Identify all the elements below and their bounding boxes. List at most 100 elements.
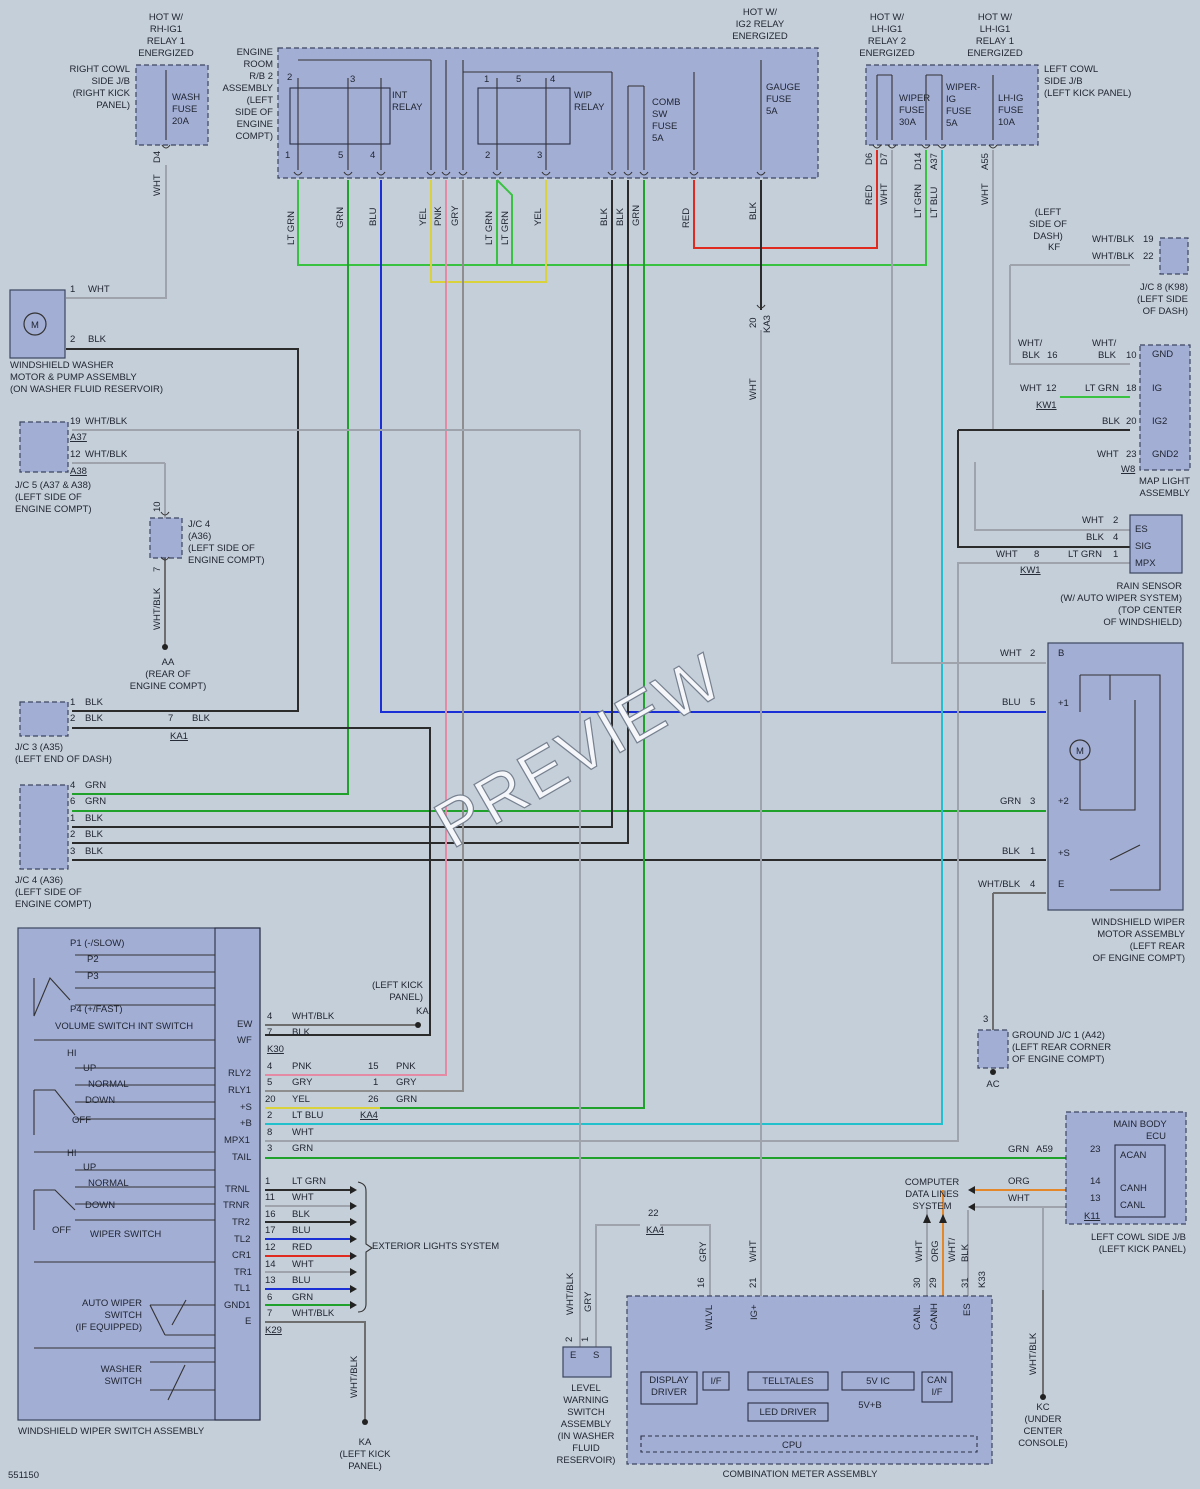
figure-id: 551150 — [8, 1470, 39, 1481]
wire-blk-sig — [957, 430, 1130, 548]
wire-label: WHT — [88, 284, 110, 295]
ecu-inner — [1114, 1144, 1166, 1218]
wire-e — [265, 1321, 366, 1420]
wire-label: WHT/ — [947, 1237, 958, 1262]
wire-label: LT GRN — [913, 184, 924, 218]
wire-label: WHT — [748, 1240, 759, 1262]
wire-org-canh — [942, 1189, 1068, 1296]
wire-label: WHT — [292, 1259, 314, 1270]
ic5v — [841, 1371, 915, 1391]
connector-stub — [689, 171, 699, 176]
connector-stub — [160, 511, 170, 516]
mist-up: UP — [83, 1063, 96, 1074]
motor-m: M — [31, 320, 39, 331]
wire-label: +S — [240, 1102, 252, 1113]
led-driver-label: LED DRIVER — [759, 1407, 816, 1418]
jc4-small — [149, 517, 183, 559]
connector-stub — [376, 171, 386, 176]
wire-label: LT GRN — [484, 211, 495, 245]
wire-label: +B — [240, 1118, 252, 1129]
wire-label: GRY — [292, 1077, 313, 1088]
connector-stub — [441, 171, 451, 176]
wire-label: KF — [1048, 242, 1060, 253]
connector-stub — [887, 144, 897, 149]
wire-label: LT BLU — [929, 187, 940, 218]
wire-label: 3 — [983, 1014, 988, 1025]
wire-label: 2 — [1030, 648, 1035, 659]
wire-label: WHT — [1000, 648, 1022, 659]
wire-label: 1 — [1113, 549, 1118, 560]
wire-label: 2 — [70, 334, 75, 345]
wire-red-wiper-fuse — [693, 150, 878, 249]
wire-label: 18 — [1126, 383, 1137, 394]
motor-b: B — [1058, 648, 1064, 659]
wire-label: 4 — [267, 1061, 272, 1072]
led-driver — [747, 1402, 829, 1422]
wire-label: A55 — [980, 153, 991, 170]
rain-sensor-label: RAIN SENSOR(W/ AUTO WIPER SYSTEM)(TOP CE… — [1060, 581, 1182, 628]
wire-label: K30 — [267, 1044, 284, 1055]
wire-label: 15 — [368, 1061, 379, 1072]
connector-stub — [937, 144, 947, 149]
exterior-lights-brace — [357, 1181, 373, 1313]
wire-label: EW — [237, 1019, 252, 1030]
relay-pin: 1 — [285, 150, 290, 161]
wire-label: GRN — [396, 1094, 417, 1105]
wire-label: GND1 — [224, 1300, 250, 1311]
wire-label: BLU — [292, 1275, 311, 1286]
map-gnd: GND — [1152, 349, 1173, 360]
wire-label: 1 — [70, 697, 75, 708]
wire-label: 3 — [1030, 796, 1035, 807]
ecu-canh: CANH — [1120, 1183, 1147, 1194]
wire-label: BLK — [1098, 350, 1117, 361]
wire-label: BLK — [85, 813, 104, 824]
wire-ltblu-b — [265, 150, 943, 1125]
wire-label: 1 — [373, 1077, 378, 1088]
wire-gry — [265, 180, 464, 1092]
wire-label: 20 — [265, 1094, 276, 1105]
wire-label: 30 — [912, 1277, 923, 1288]
wire-label: WHT — [879, 183, 890, 205]
wire-label: RLY2 — [228, 1068, 251, 1079]
wire-label: WHT — [292, 1127, 314, 1138]
wire-label: ES — [962, 1303, 973, 1316]
wire-label: BLK — [748, 201, 759, 220]
cpu — [640, 1435, 978, 1453]
wire-label: 5 — [1030, 697, 1035, 708]
wire-label: 7 — [267, 1308, 272, 1319]
wiper-hi: HI — [67, 1148, 77, 1159]
relay-pin: 3 — [350, 74, 355, 85]
wire-label: BLU — [368, 207, 379, 226]
wire-label: PNK — [396, 1061, 416, 1072]
wire-label: BLK — [960, 1243, 971, 1262]
wire-label: WHT — [748, 378, 759, 400]
motor-p2: +2 — [1058, 796, 1069, 807]
wire-blk-1 — [72, 180, 613, 828]
volume-switch-lines — [33, 954, 215, 1017]
wire-label: 11 — [265, 1192, 275, 1203]
wire-label: 10 — [152, 501, 163, 512]
wire-label: 22 — [648, 1208, 659, 1219]
wire-label: WHT — [1020, 383, 1042, 394]
wire-label: WHT — [292, 1192, 314, 1203]
switch-connector-block — [214, 927, 261, 1421]
level-switch — [562, 1346, 612, 1378]
wire-gry-wlvl — [660, 1224, 711, 1296]
wire-label: 23 — [1090, 1144, 1101, 1155]
wire-label: 16 — [265, 1209, 276, 1220]
mist-switch-lines — [33, 1067, 215, 1135]
wire-label: 4 — [267, 1011, 272, 1022]
connector-stub — [921, 144, 931, 149]
